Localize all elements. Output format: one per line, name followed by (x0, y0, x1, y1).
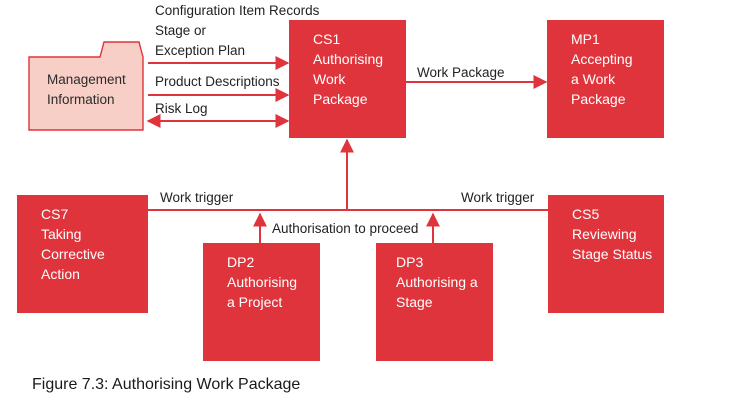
management-info-folder-shape (28, 41, 144, 131)
dp2-name-line1: Authorising (227, 274, 298, 290)
process-dp2: DP2 Authorising a Project (203, 243, 320, 361)
management-info-line2: Information (47, 92, 115, 107)
dp3-name-line1: Authorising a (396, 274, 478, 290)
authorisation-label: Authorisation to proceed (272, 221, 419, 236)
mp1-name-line1: Accepting (571, 51, 633, 67)
cs1-code: CS1 (313, 31, 341, 47)
process-cs7: CS7 Taking Corrective Action (17, 195, 148, 313)
work-trigger-right-label: Work trigger (461, 190, 535, 205)
cs1-name-line1: Authorising (313, 51, 384, 67)
management-info-line1: Management (47, 72, 126, 87)
process-dp3: DP3 Authorising a Stage (376, 243, 493, 361)
management-info-label: Management Information (47, 70, 126, 110)
dp2-code: DP2 (227, 254, 255, 270)
cs7-name-line3: Action (41, 266, 80, 282)
cs7-name-line1: Taking (41, 226, 82, 242)
dp3-name-line2: Stage (396, 294, 433, 310)
work-trigger-left-label: Work trigger (160, 190, 234, 205)
mp1-name-line3: Package (571, 91, 626, 107)
figure-caption: Figure 7.3: Authorising Work Package (32, 376, 301, 393)
mp1-name-line2: a Work (571, 71, 616, 87)
stage-plan-label-line1: Stage or (155, 23, 207, 38)
stage-plan-label-line2: Exception Plan (155, 43, 246, 58)
product-descriptions-label: Product Descriptions (155, 74, 280, 89)
cs1-name-line3: Package (313, 91, 368, 107)
cs5-name-line2: Stage Status (572, 246, 653, 262)
cs7-name-line2: Corrective (41, 246, 105, 262)
dp2-name-line2: a Project (227, 294, 283, 310)
config-items-label: Configuration Item Records (155, 3, 320, 18)
cs5-code: CS5 (572, 206, 600, 222)
process-cs1: CS1 Authorising Work Package (289, 20, 406, 138)
process-cs5: CS5 Reviewing Stage Status (548, 195, 664, 313)
risk-log-label: Risk Log (155, 101, 208, 116)
mp1-code: MP1 (571, 31, 600, 47)
dp3-code: DP3 (396, 254, 424, 270)
cs1-name-line2: Work (313, 71, 346, 87)
cs7-code: CS7 (41, 206, 69, 222)
work-package-label: Work Package (417, 65, 505, 80)
cs5-name-line1: Reviewing (572, 226, 637, 242)
process-mp1: MP1 Accepting a Work Package (547, 20, 664, 138)
